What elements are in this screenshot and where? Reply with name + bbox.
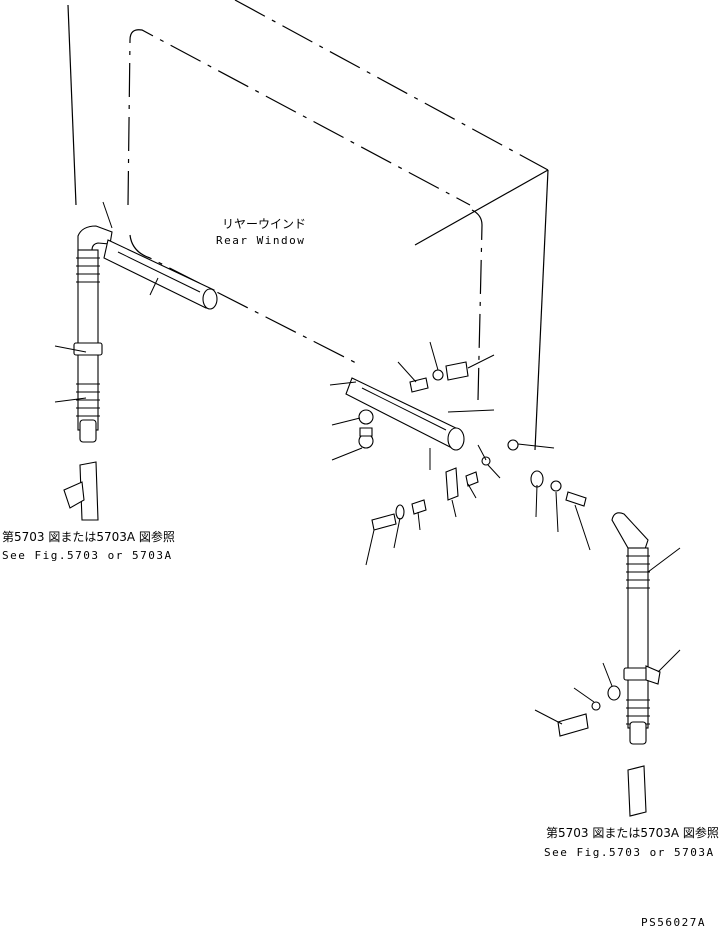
window-label-jp: リヤーウインド (222, 217, 306, 231)
leader-lines (54, 201, 681, 725)
right-hose-assembly (557, 512, 661, 817)
rear-window-outline (67, 0, 549, 451)
left-hose-assembly (63, 225, 218, 521)
drawing-code: PS56027A (641, 916, 706, 929)
ref-left-jp: 第5703 図または5703A 図参照 (2, 529, 175, 544)
center-nozzle-assembly (345, 361, 587, 531)
ref-left-en: See Fig.5703 or 5703A (2, 549, 173, 562)
ref-right-jp: 第5703 図または5703A 図参照 (546, 825, 719, 840)
ref-right-en: See Fig.5703 or 5703A (544, 846, 715, 859)
window-label-en: Rear Window (216, 234, 305, 247)
